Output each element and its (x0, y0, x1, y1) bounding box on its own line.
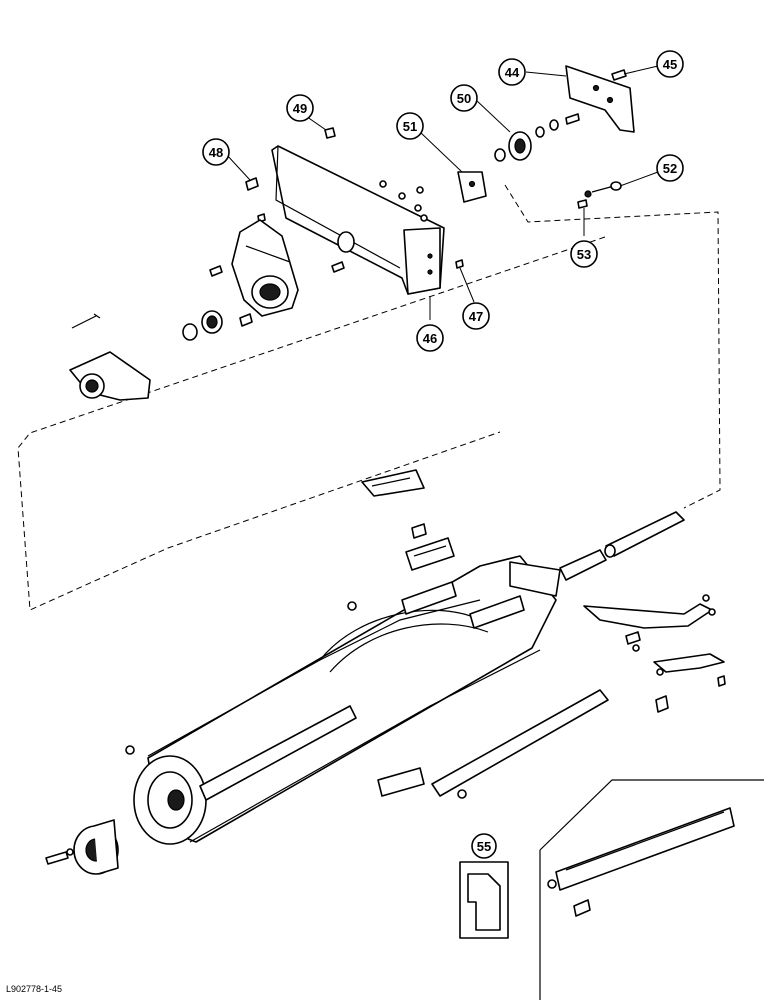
small-fasteners (209, 127, 464, 277)
callout-52: 52 (656, 154, 684, 182)
bolt-45 (611, 69, 627, 81)
callout-49: 49 (286, 94, 314, 122)
auger-tube (125, 555, 561, 845)
svg-text:52: 52 (663, 161, 677, 176)
bearing-block-left (69, 313, 151, 401)
svg-text:46: 46 (423, 331, 437, 346)
callout-51: 51 (396, 112, 424, 140)
callout-45: 45 (656, 50, 684, 78)
drive-shaft (559, 511, 685, 581)
callout-47: 47 (462, 302, 490, 330)
decal-inset-55 (459, 861, 509, 939)
svg-text:45: 45 (663, 57, 677, 72)
channel-46 (271, 145, 445, 295)
svg-text:55: 55 (477, 839, 491, 854)
svg-text:49: 49 (293, 101, 307, 116)
callout-44: 44 (498, 58, 526, 86)
long-bar (431, 689, 609, 799)
svg-text:50: 50 (457, 91, 471, 106)
svg-text:48: 48 (209, 145, 223, 160)
bracket-44 (565, 65, 635, 133)
side-bracket-lower (653, 653, 726, 713)
flanged-hub (45, 819, 119, 875)
side-bracket-upper (583, 594, 716, 652)
gear-50 (494, 113, 580, 162)
callout-53: 53 (570, 240, 598, 268)
drawing-code: L902778-1-45 (6, 984, 62, 994)
lower-plate (377, 767, 425, 797)
rod-end-52 (577, 181, 622, 209)
bearing-housing (231, 219, 299, 317)
callout-46: 46 (416, 324, 444, 352)
bearing-washer (182, 310, 253, 341)
svg-text:47: 47 (469, 309, 483, 324)
svg-text:51: 51 (403, 119, 417, 134)
leader-lines (225, 65, 659, 320)
svg-text:44: 44 (505, 65, 520, 80)
callout-48: 48 (202, 138, 230, 166)
plate-51 (457, 171, 487, 203)
callout-50: 50 (450, 84, 478, 112)
svg-text:53: 53 (577, 247, 591, 262)
cleat-upper (361, 469, 425, 497)
callout-55: 55 (471, 833, 497, 859)
detail-inset (539, 779, 764, 1000)
assembly-path-lines (17, 184, 721, 611)
cleat-middle (405, 523, 455, 571)
